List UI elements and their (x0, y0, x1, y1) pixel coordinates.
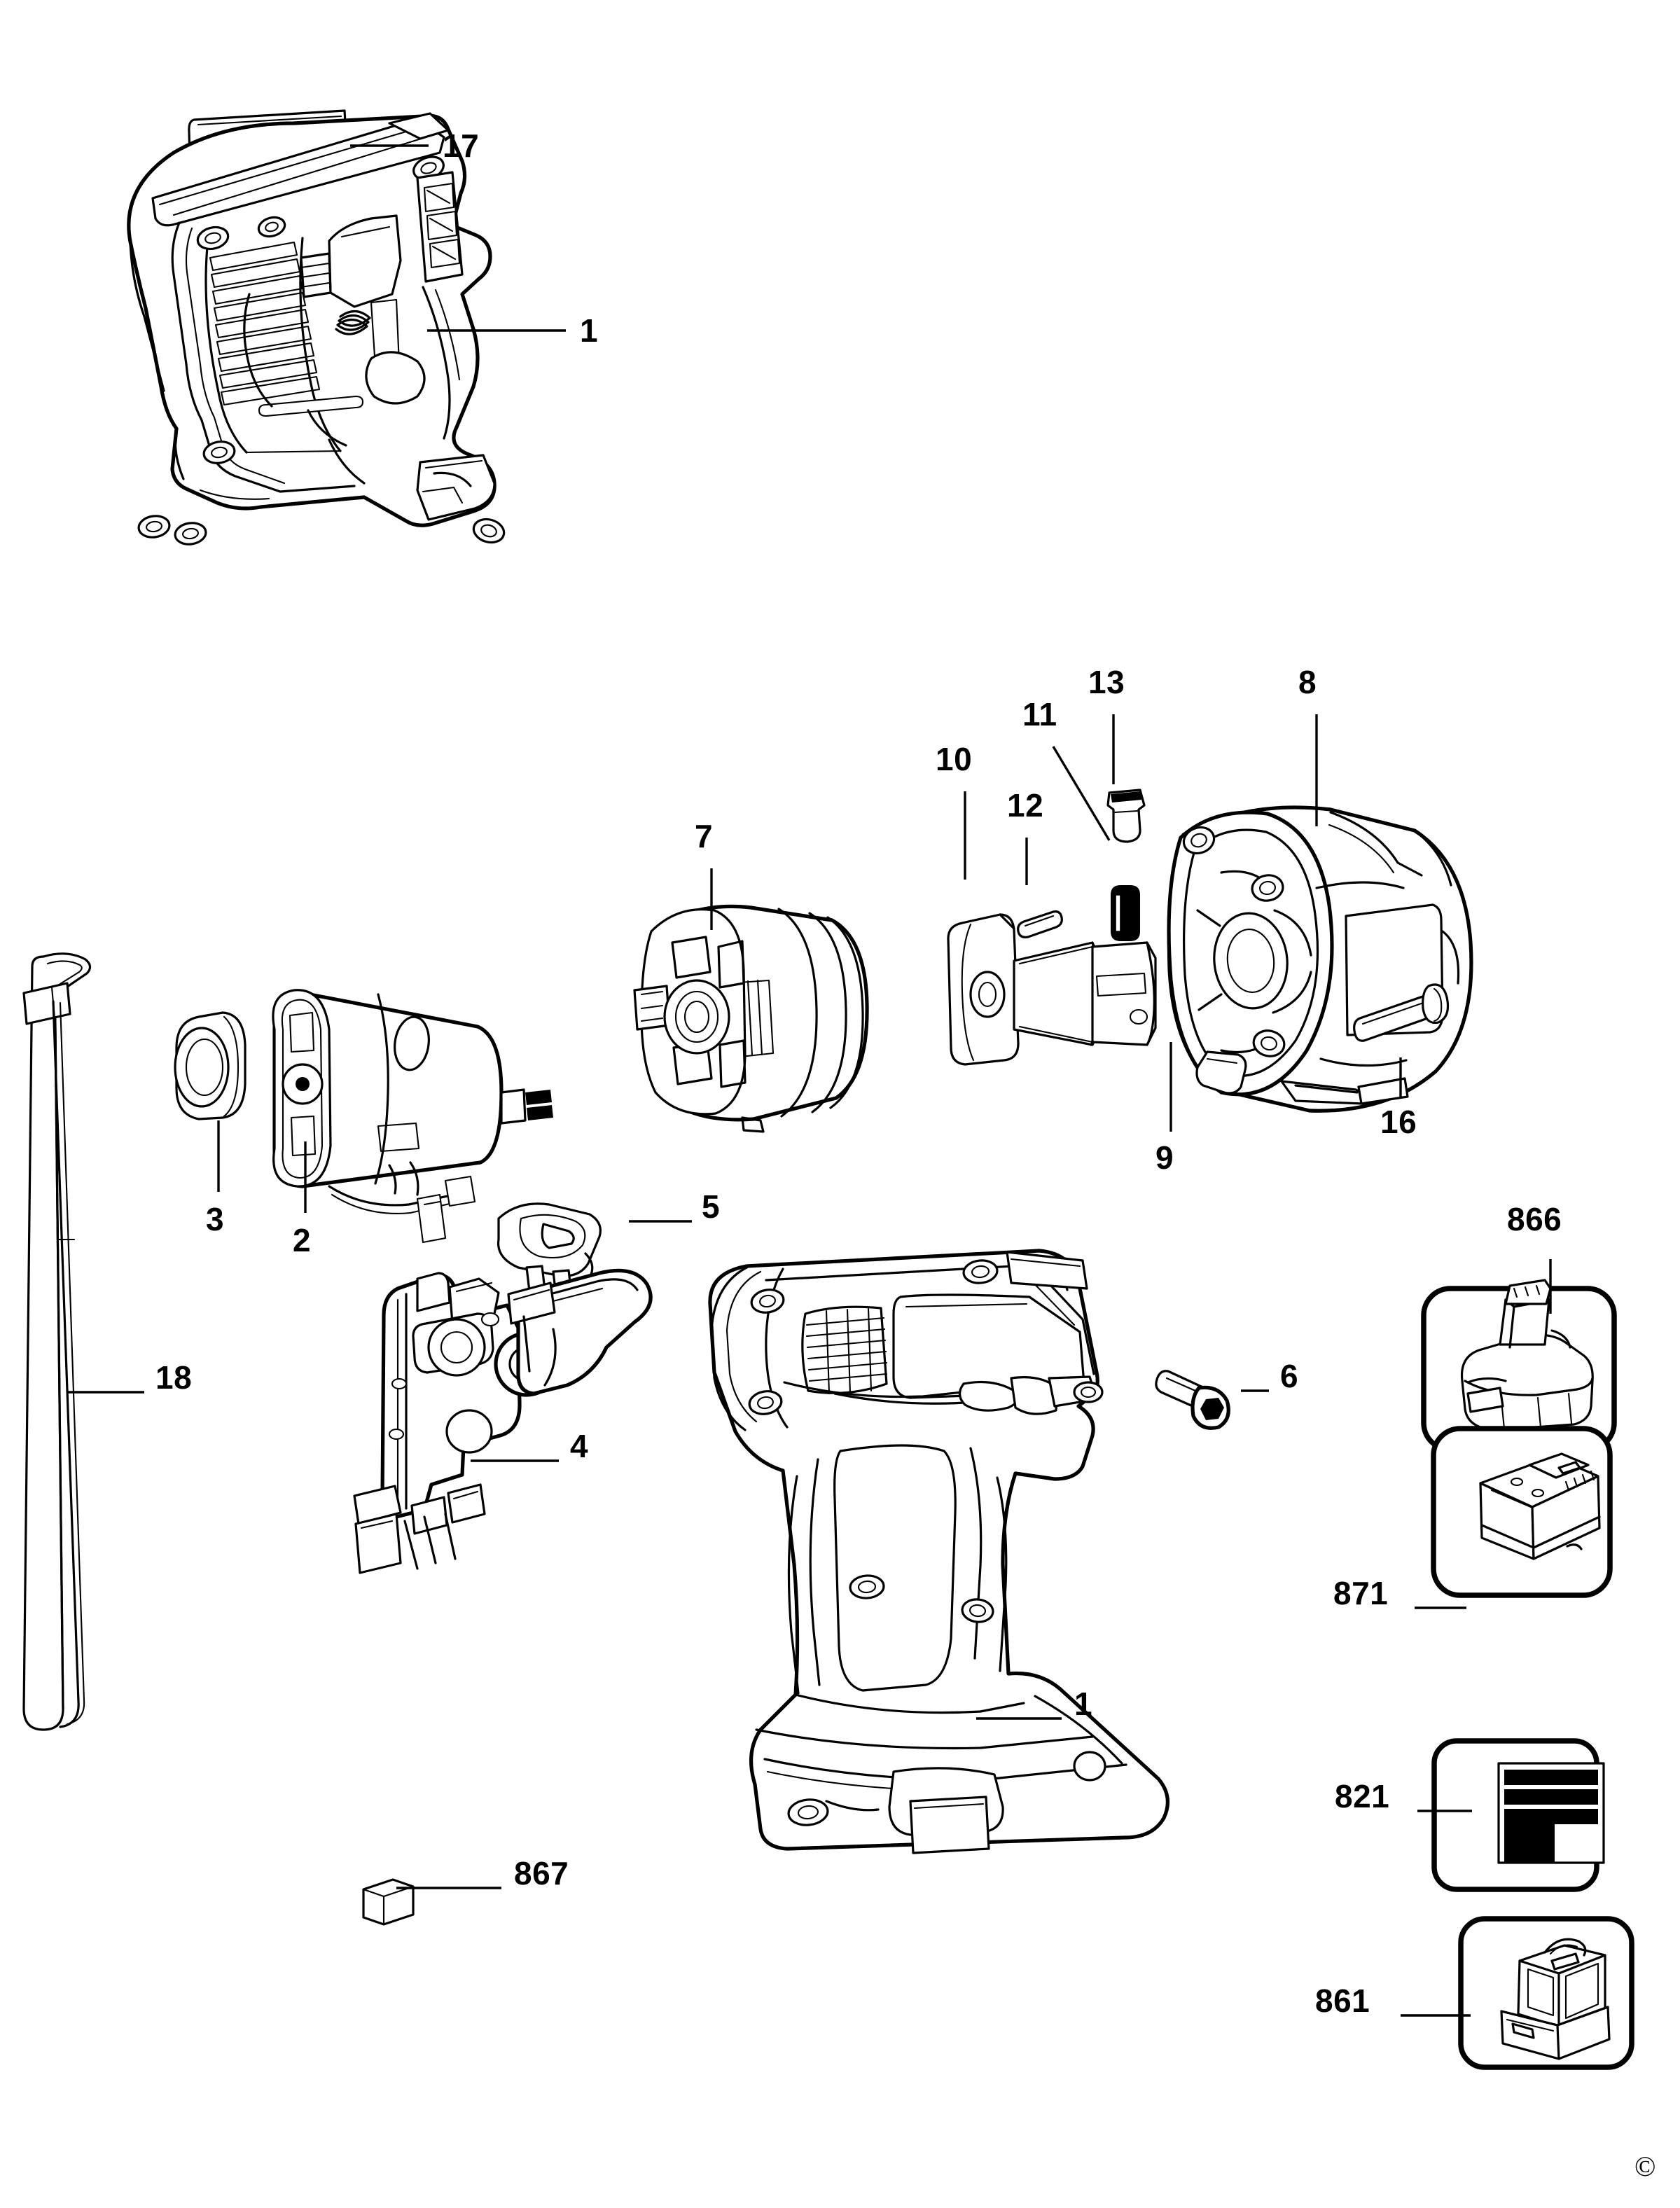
callout-label-861: 861 (1315, 1983, 1370, 2019)
part-861-carrying-case (1458, 1916, 1634, 2070)
part-7-gearbox-assembly (633, 904, 869, 1133)
callout-label-12: 12 (1007, 787, 1044, 824)
part-11-detent-pin (1111, 885, 1140, 941)
callout-label-10: 10 (936, 741, 973, 777)
part-10-anvil-yoke (947, 913, 1157, 1066)
part-2-motor (272, 989, 553, 1244)
callout-label-2: 2 (293, 1222, 312, 1258)
callout-label-11: 11 (1022, 696, 1057, 732)
callout-label-17: 17 (443, 127, 480, 164)
part-9-anvil-retainer (1195, 1050, 1247, 1095)
part-3-motor-end-cap (174, 1011, 247, 1120)
gearbox-front-jaws (633, 908, 747, 1116)
callout-label-3: 3 (206, 1201, 225, 1237)
callout-label-1-lower: 1 (1074, 1686, 1093, 1722)
part-1-housing-clamshell-right (708, 1249, 1170, 1854)
callout-label-7: 7 (695, 818, 714, 854)
callout-label-13: 13 (1088, 664, 1125, 700)
part-13-rubber-bumper (1106, 789, 1146, 843)
housing-motor-ribs (209, 241, 321, 406)
housing-screw-bosses (137, 155, 506, 546)
callout-label-821: 821 (1335, 1778, 1390, 1814)
housing-vent-louvers (801, 1305, 888, 1395)
copyright-symbol: © (1634, 2151, 1656, 2182)
part-12-roll-pin (1017, 910, 1063, 938)
part-8-anvil-housing-cover (1167, 805, 1473, 1113)
housing-battery-rail (416, 171, 464, 283)
callout-leader-lines (67, 144, 1552, 2017)
carrying-case-illustration (1500, 1938, 1611, 2060)
callout-label-8: 8 (1298, 664, 1317, 700)
callout-label-18: 18 (155, 1359, 193, 1396)
part-18-wrist-strap (22, 952, 92, 1731)
callout-label-871: 871 (1333, 1575, 1389, 1611)
callout-label-4: 4 (570, 1428, 589, 1464)
part-4-trigger-switch-assembly (353, 1268, 653, 1574)
part-16-housing-screw (1353, 983, 1450, 1042)
part-1-housing-clamshell-left (127, 112, 506, 546)
battery-charger-illustration (1479, 1452, 1601, 1560)
callout-label-5: 5 (702, 1188, 721, 1225)
part-871-battery-charger (1431, 1426, 1613, 1598)
part-821-instruction-manual (1431, 1738, 1605, 1892)
callout-label-867: 867 (514, 1855, 569, 1891)
part-867-carbon-brush (362, 1878, 415, 1926)
cover-flange-bosses (1182, 826, 1286, 1057)
callout-label-6: 6 (1280, 1358, 1299, 1394)
part-866-battery-pack (1421, 1279, 1617, 1452)
part-6-handle-screw (1155, 1370, 1230, 1430)
battery-pack-illustration (1460, 1279, 1594, 1431)
callout-label-16: 16 (1380, 1104, 1417, 1140)
callout-label-9: 9 (1155, 1139, 1174, 1176)
callout-label-866: 866 (1507, 1201, 1562, 1237)
callout-label-1-upper: 1 (580, 312, 599, 349)
housing-switch-pocket (300, 214, 426, 405)
switch-terminals (353, 1483, 486, 1574)
